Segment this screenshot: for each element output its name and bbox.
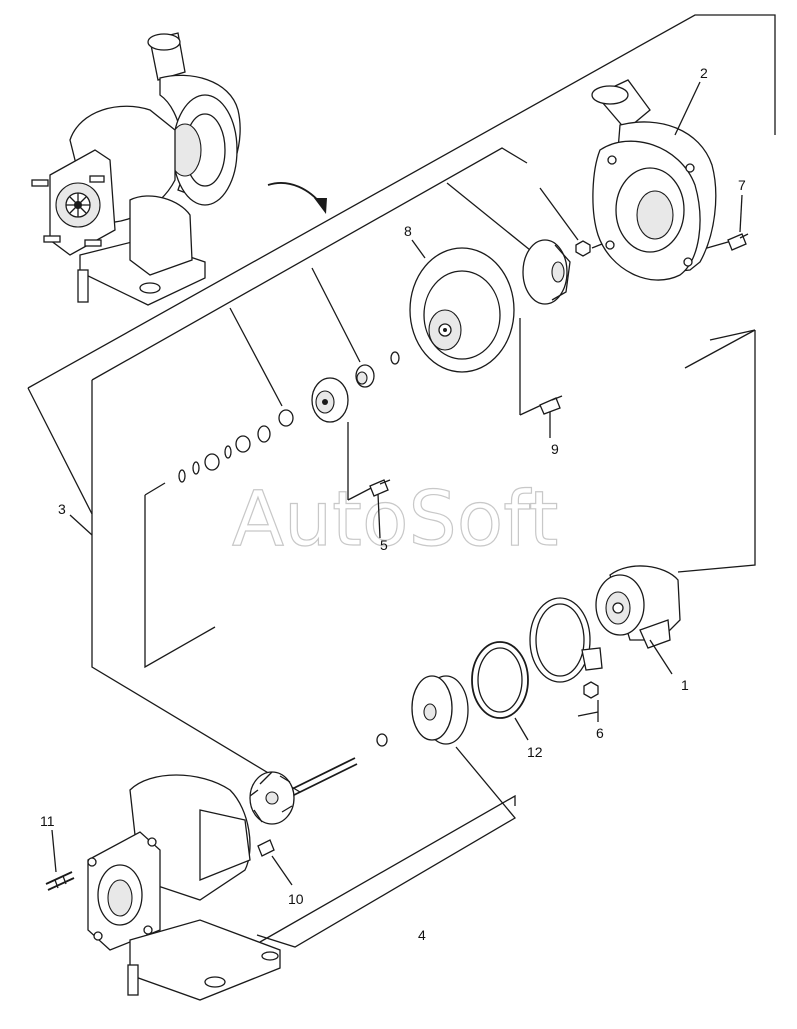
pin	[257, 839, 275, 857]
callout-5: 5	[380, 537, 388, 553]
o-ring	[471, 641, 529, 719]
cartridge-assembly	[376, 675, 469, 747]
callout-leaders	[51, 81, 743, 886]
callout-3: 3	[58, 501, 66, 517]
backplate-screw	[369, 479, 391, 497]
housing-bolt	[727, 233, 749, 251]
turbine-housing-assembly	[87, 774, 281, 1001]
direction-arrow	[267, 182, 323, 206]
callout-1: 1	[681, 677, 689, 693]
compressor-housing	[591, 79, 717, 281]
callout-12: 12	[527, 744, 543, 760]
watermark-text: AutoSoft	[232, 474, 558, 563]
thrust-parts	[178, 351, 400, 483]
callout-10: 10	[288, 891, 304, 907]
stud	[45, 871, 75, 891]
assembly-frame-lines	[27, 14, 776, 948]
callout-6: 6	[596, 725, 604, 741]
callout-2: 2	[700, 65, 708, 81]
lock-nut-upper	[575, 240, 591, 257]
backplate	[409, 247, 515, 373]
callout-4: 4	[418, 927, 426, 943]
arrow-head	[314, 198, 327, 214]
clamp-band	[529, 597, 603, 699]
callout-11: 11	[40, 813, 55, 829]
callout-7: 7	[738, 177, 746, 193]
turbine-shaft-wheel	[249, 757, 358, 825]
callout-labels: 1 2 3 4 5 6 7 8 9 10 11 12	[40, 65, 746, 943]
callout-8: 8	[404, 223, 412, 239]
bolt	[539, 395, 563, 415]
turbocharger-assembly-top	[31, 32, 241, 306]
compressor-wheel	[522, 239, 571, 305]
actuator-flange	[595, 565, 681, 649]
callout-9: 9	[551, 441, 559, 457]
